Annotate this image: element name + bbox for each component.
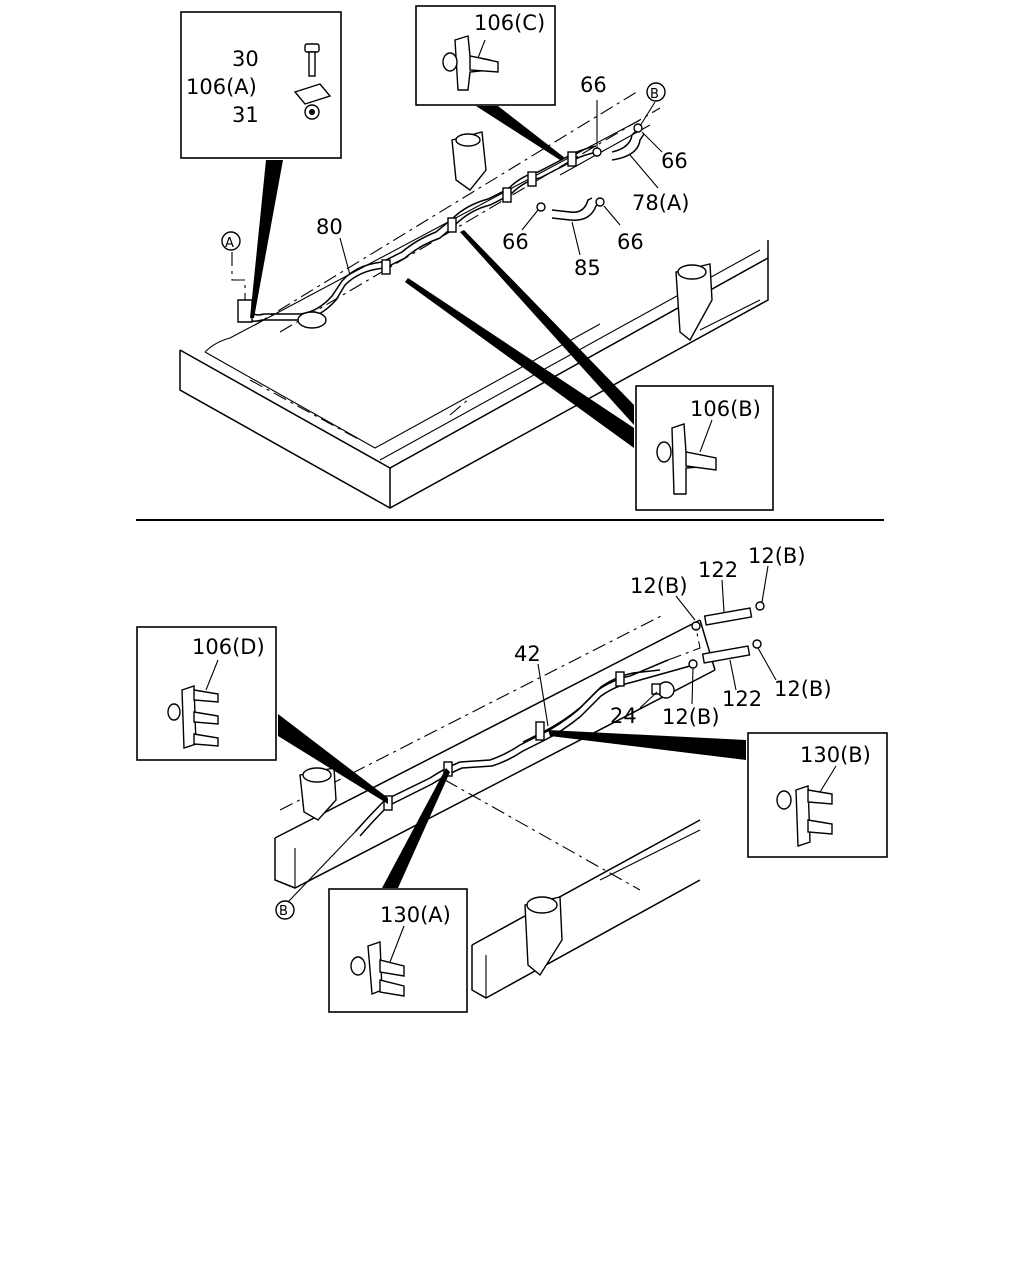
circle-marker-a (221, 231, 241, 251)
detail-box-106c (415, 5, 556, 106)
marker-b-bottom-label: B (279, 904, 288, 919)
callout-12b-3: 12(B) (662, 705, 720, 729)
callout-66-mid2: 66 (617, 230, 644, 254)
top-diagram: 30 106(A) 31 106(C) 66 B 66 78(A) 80 A 6… (179, 5, 774, 511)
marker-b-top-label: B (650, 87, 659, 102)
detail-box-106a (180, 11, 342, 159)
callout-12b-4: 12(B) (774, 677, 832, 701)
frame-post-top-right (675, 263, 713, 342)
pipes-122 (688, 601, 765, 669)
callout-106c: 106(C) (474, 11, 545, 35)
callout-130a: 130(A) (380, 903, 451, 927)
callout-30: 30 (232, 47, 259, 71)
callout-122-top: 122 (698, 558, 738, 582)
callout-12b-2: 12(B) (748, 544, 806, 568)
detail-box-106d (136, 626, 277, 761)
callout-80: 80 (316, 215, 343, 239)
clip-markers-top (237, 151, 577, 323)
callout-106a: 106(A) (186, 75, 257, 99)
callout-106d: 106(D) (192, 635, 265, 659)
detail-wedges-top (250, 106, 634, 448)
callout-42: 42 (514, 642, 541, 666)
callout-85: 85 (574, 256, 601, 280)
callout-78a: 78(A) (632, 191, 689, 215)
detail-box-130b (747, 732, 888, 858)
fuel-pipe-80 (244, 145, 599, 329)
callout-66-mid: 66 (502, 230, 529, 254)
chassis-frame-bottom (274, 613, 716, 999)
callout-106b: 106(B) (690, 397, 761, 421)
detail-wedges-bottom (278, 714, 746, 888)
callout-66-top: 66 (580, 73, 607, 97)
hose-78a (592, 123, 645, 161)
marker-a-label: A (225, 236, 234, 251)
detail-box-130a (328, 888, 468, 1013)
frame-post-bottom-right (524, 896, 563, 977)
detail-box-106b (635, 385, 774, 511)
callout-122-bot: 122 (722, 687, 762, 711)
callout-24: 24 (610, 704, 637, 728)
circle-marker-b-top (646, 82, 666, 102)
hose-85 (536, 197, 605, 221)
callout-66-right: 66 (661, 149, 688, 173)
callout-130b: 130(B) (800, 743, 871, 767)
callout-12b-1: 12(B) (630, 574, 688, 598)
frame-post-top-left (451, 131, 487, 191)
bottom-diagram: 12(B) 122 12(B) 42 106(D) 24 12(B) 122 1… (136, 544, 888, 1013)
frame-post-bottom-left (299, 767, 337, 821)
callout-31: 31 (232, 103, 259, 127)
bolt-24 (651, 681, 675, 699)
circle-marker-b-bottom (275, 900, 295, 920)
leader-lines-bottom (287, 565, 777, 903)
